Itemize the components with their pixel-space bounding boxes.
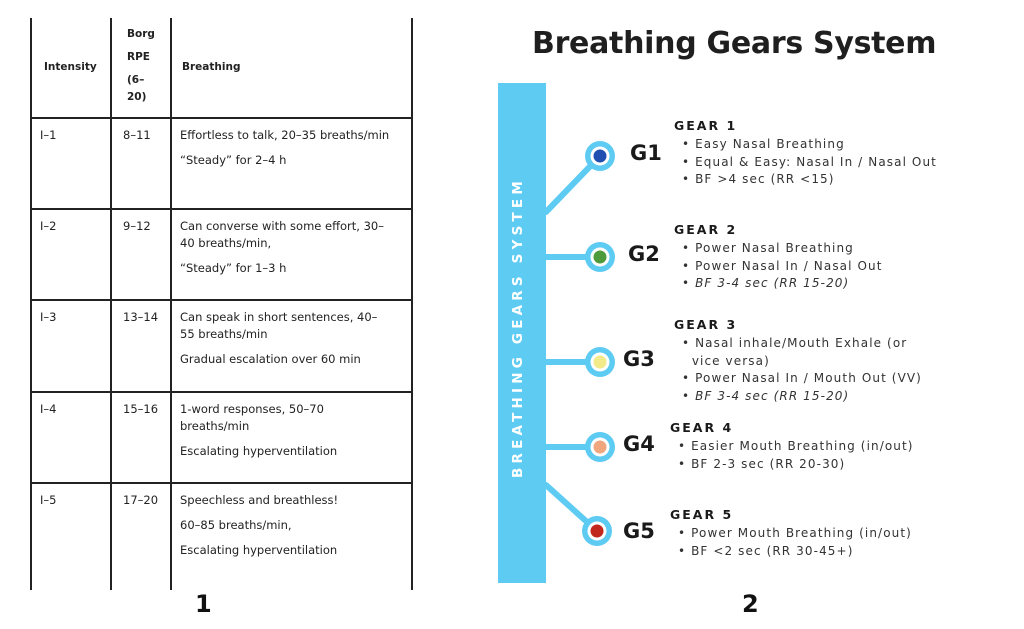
- breathing-line: 1-word responses, 50–70: [180, 402, 324, 416]
- gear-bullet: • BF 3-4 sec (RR 15-20): [682, 276, 850, 290]
- gear-bullet: • BF >4 sec (RR <15): [682, 172, 835, 186]
- cell-breathing: Speechless and breathless! 60–85 breaths/…: [180, 492, 408, 559]
- breathing-line: Speechless and breathless!: [180, 493, 339, 507]
- gear-bullet: • Easier Mouth Breathing (in/out): [678, 439, 914, 453]
- header-borg-line: Borg: [127, 28, 155, 40]
- header-borg-line: 20): [127, 91, 147, 103]
- gear-bullet: • Power Mouth Breathing (in/out): [678, 526, 912, 540]
- table-row-divider: [30, 208, 413, 210]
- gear-bullet: • BF 2-3 sec (RR 20-30): [678, 456, 846, 471]
- gear-label-1: G1: [630, 141, 662, 165]
- cell-intensity: I–1: [40, 128, 57, 142]
- vertical-label: BREATHING GEARS SYSTEM: [510, 177, 526, 478]
- cell-breathing: Effortless to talk, 20–35 breaths/min “St…: [180, 127, 408, 169]
- header-borg-line: (6–: [127, 74, 145, 86]
- panel-number-2: 2: [742, 590, 759, 618]
- gear-heading-4: GEAR 4: [670, 420, 734, 435]
- cell-intensity: I–3: [40, 310, 57, 324]
- panel-number-1: 1: [195, 590, 212, 618]
- breathing-line: Can speak in short sentences, 40–: [180, 310, 378, 324]
- breathing-line: “Steady” for 1–3 h: [180, 261, 287, 275]
- table-row-divider: [30, 391, 413, 393]
- cell-rpe: 8–11: [123, 128, 151, 142]
- cell-intensity: I–4: [40, 402, 57, 416]
- gear-bullet: • Power Nasal Breathing: [682, 241, 854, 255]
- vertical-bar: [498, 83, 546, 583]
- gear-bullet: • BF 3-4 sec (RR 15-20): [682, 388, 850, 403]
- gear-label-5: G5: [623, 519, 655, 543]
- cell-breathing: Can speak in short sentences, 40– 55 brea…: [180, 309, 408, 368]
- breathing-line: Gradual escalation over 60 min: [180, 352, 361, 366]
- gear-heading-3: GEAR 3: [674, 317, 738, 332]
- cell-intensity: I–5: [40, 493, 57, 507]
- gear-bullet: vice versa): [682, 353, 770, 368]
- gear-heading-2: GEAR 2: [674, 222, 738, 237]
- breathing-line: Effortless to talk, 20–35 breaths/min: [180, 128, 390, 142]
- table-row-divider: [30, 482, 413, 484]
- gear-label-2: G2: [628, 242, 660, 266]
- gear-node-dot: [593, 250, 607, 264]
- gear-bullet: • Equal & Easy: Nasal In / Nasal Out: [682, 154, 937, 169]
- header-borg-rpe: Borg RPE (6– 20): [127, 23, 155, 109]
- breathing-line: 60–85 breaths/min,: [180, 518, 292, 532]
- gear-bullet: • BF <2 sec (RR 30-45+): [678, 543, 854, 558]
- gear-bullet: • Power Nasal In / Mouth Out (VV): [682, 371, 922, 385]
- gear-label-4: G4: [623, 432, 655, 456]
- breathing-line: Escalating hyperventilation: [180, 444, 338, 458]
- gear-label-3: G3: [623, 347, 655, 371]
- header-intensity: Intensity: [44, 61, 97, 73]
- breathing-line: 40 breaths/min,: [180, 236, 272, 250]
- gear-node-dot: [593, 149, 607, 163]
- table-col-divider-2: [170, 18, 172, 590]
- gears-title: Breathing Gears System: [532, 26, 937, 61]
- breathing-line: breaths/min: [180, 419, 250, 433]
- cell-rpe: 13–14: [123, 310, 159, 324]
- cell-breathing: Can converse with some effort, 30– 40 bre…: [180, 218, 408, 277]
- cell-rpe: 9–12: [123, 219, 151, 233]
- table-border-right: [411, 18, 413, 590]
- header-breathing: Breathing: [182, 61, 241, 73]
- breathing-line: “Steady” for 2–4 h: [180, 153, 287, 167]
- gear-bullet: • Easy Nasal Breathing: [682, 137, 845, 151]
- intensity-table: Intensity Borg RPE (6– 20) Breathing I–1…: [30, 18, 413, 590]
- breathing-line: Can converse with some effort, 30–: [180, 219, 384, 233]
- header-borg-line: RPE: [127, 51, 150, 63]
- table-col-divider-1: [110, 18, 112, 590]
- breathing-line: Escalating hyperventilation: [180, 543, 338, 557]
- gear-bullet: • Nasal inhale/Mouth Exhale (or: [682, 336, 908, 350]
- cell-rpe: 15–16: [123, 402, 159, 416]
- gear-heading-1: GEAR 1: [674, 118, 738, 133]
- table-row-divider: [30, 299, 413, 301]
- gear-heading-5: GEAR 5: [670, 507, 734, 522]
- gear-bullet: • Power Nasal In / Nasal Out: [682, 258, 883, 273]
- gear-node-dot: [593, 355, 607, 369]
- table-row-divider: [30, 117, 413, 119]
- cell-rpe: 17–20: [123, 493, 159, 507]
- gear-node-dot: [590, 524, 604, 538]
- breathing-line: 55 breaths/min: [180, 327, 268, 341]
- table-border-left: [30, 18, 32, 590]
- gear-node-dot: [593, 440, 607, 454]
- cell-intensity: I–2: [40, 219, 57, 233]
